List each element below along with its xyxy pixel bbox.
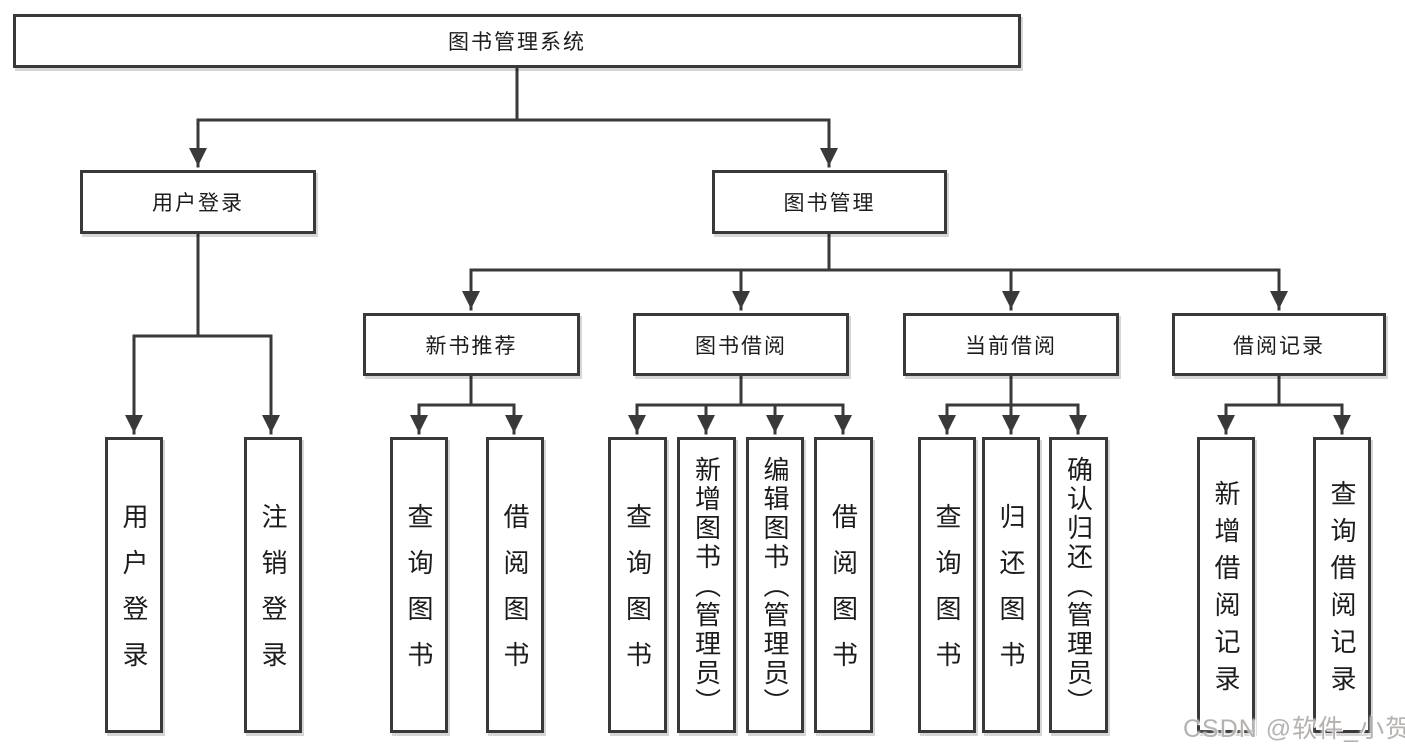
- leaf-query-books-current-label: 查询图书: [932, 503, 962, 687]
- csdn-watermark: CSDN @软件_小贺同学: [1183, 715, 1405, 743]
- connector-current-borrowing-subtree: [938, 372, 1087, 435]
- leaf-return-book-label: 归还图书: [996, 503, 1026, 687]
- leaf-borrow-books-borrowing: 借阅图书: [814, 437, 873, 733]
- leaf-query-books-borrowing: 查询图书: [608, 437, 667, 733]
- leaf-confirm-return-admin: 确认归还（管理员）: [1049, 437, 1108, 733]
- connector-borrow-records-subtree: [1217, 372, 1351, 435]
- leaf-query-books-borrowing-label: 查询图书: [622, 503, 653, 687]
- leaf-user-login-label: 用户登录: [119, 503, 149, 687]
- connector-root-to-level2: [189, 64, 838, 168]
- leaf-add-borrow-record: 新增借阅记录: [1197, 437, 1255, 733]
- leaf-borrow-books-borrowing-label: 借阅图书: [828, 503, 859, 687]
- leaf-query-borrow-record-label: 查询借阅记录: [1327, 479, 1357, 702]
- leaf-edit-book-admin-label: 编辑图书（管理员）: [760, 456, 790, 717]
- leaf-confirm-return-admin-label: 确认归还（管理员）: [1063, 456, 1094, 717]
- leaf-add-borrow-record-label: 新增借阅记录: [1211, 479, 1241, 702]
- leaf-add-book-admin-label: 新增图书（管理员）: [691, 456, 722, 717]
- connector-user-login-subtree: [125, 230, 280, 435]
- connector-book-management-to-groups: [462, 230, 1288, 311]
- node-current-borrowing: 当前借阅: [903, 313, 1119, 376]
- node-borrow-records: 借阅记录: [1172, 313, 1386, 376]
- node-new-book-recommend: 新书推荐: [363, 313, 580, 376]
- leaf-logout: 注销登录: [244, 437, 302, 733]
- leaf-query-books-current: 查询图书: [918, 437, 976, 733]
- connector-new-book-recommend-subtree: [410, 372, 523, 435]
- leaf-query-books-recommend: 查询图书: [390, 437, 448, 733]
- leaf-add-book-admin: 新增图书（管理员）: [677, 437, 736, 733]
- leaf-query-borrow-record: 查询借阅记录: [1313, 437, 1371, 733]
- leaf-return-book: 归还图书: [982, 437, 1040, 733]
- leaf-borrow-books-recommend: 借阅图书: [486, 437, 544, 733]
- leaf-query-books-recommend-label: 查询图书: [404, 503, 434, 687]
- node-root: 图书管理系统: [13, 14, 1021, 68]
- node-user-login: 用户登录: [80, 170, 316, 234]
- leaf-user-login: 用户登录: [105, 437, 163, 733]
- connector-book-borrowing-subtree: [628, 372, 852, 435]
- node-book-borrowing: 图书借阅: [633, 313, 849, 376]
- leaf-borrow-books-recommend-label: 借阅图书: [500, 503, 530, 687]
- node-book-management: 图书管理: [712, 170, 947, 234]
- leaf-logout-label: 注销登录: [258, 503, 288, 687]
- leaf-edit-book-admin: 编辑图书（管理员）: [746, 437, 804, 733]
